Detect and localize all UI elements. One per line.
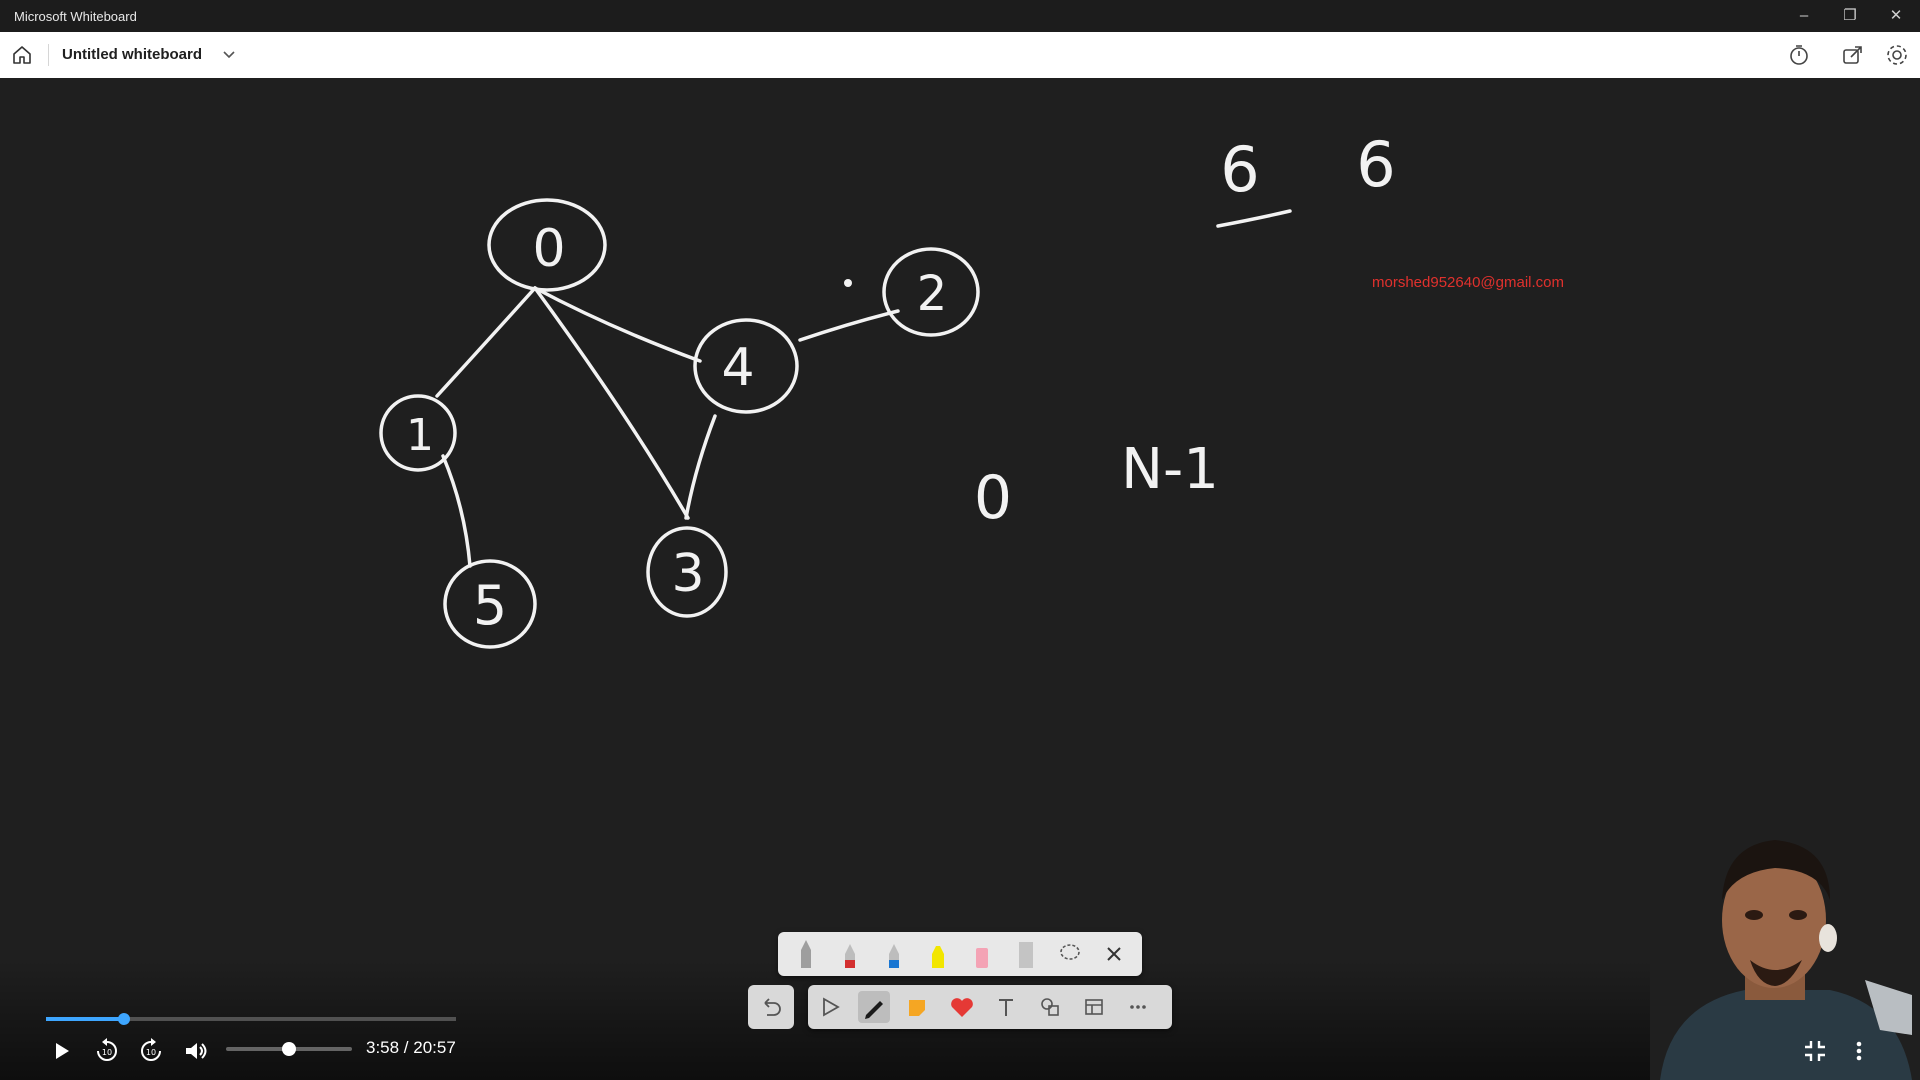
lasso-icon[interactable] xyxy=(1054,938,1086,970)
node-4-label: 4 xyxy=(721,338,754,398)
note-six-left: 6 xyxy=(1220,133,1259,206)
settings-icon[interactable] xyxy=(1884,42,1910,68)
note-zero: 0 xyxy=(974,463,1012,533)
note-n-minus-1: N-1 xyxy=(1121,437,1219,502)
window-title: Microsoft Whiteboard xyxy=(14,9,137,24)
sticky-note-icon[interactable] xyxy=(902,991,934,1023)
edge-1-5 xyxy=(441,454,472,568)
svg-text:10: 10 xyxy=(102,1048,112,1057)
edge-4-3 xyxy=(684,414,717,520)
time-display: 3:58 / 20:57 xyxy=(366,1038,456,1057)
edge-0-1 xyxy=(435,286,537,398)
pen-blue-icon[interactable] xyxy=(878,938,910,970)
whiteboard-canvas[interactable]: 0 1 2 3 4 5 6 6 0 N-1 xyxy=(0,78,1920,1080)
forward-10-icon[interactable]: 10 xyxy=(136,1036,166,1066)
close-icon[interactable]: ✕ xyxy=(1889,7,1903,24)
pen-red-icon[interactable] xyxy=(834,938,866,970)
window-titlebar: Microsoft Whiteboard – ❐ ✕ xyxy=(0,0,1920,32)
text-icon[interactable] xyxy=(990,991,1022,1023)
node-4-circle xyxy=(693,318,799,414)
app-header: Untitled whiteboard xyxy=(0,32,1920,79)
node-1-label: 1 xyxy=(406,410,434,461)
ink-dot xyxy=(844,279,852,287)
home-icon[interactable] xyxy=(10,43,34,67)
main-toolbar xyxy=(808,985,1172,1029)
undo-icon[interactable] xyxy=(755,991,787,1023)
node-0-label: 0 xyxy=(532,219,565,279)
presenter-video xyxy=(1650,830,1920,1080)
more-vertical-icon[interactable] xyxy=(1844,1036,1874,1066)
ruler-icon[interactable] xyxy=(1010,938,1042,970)
node-3-circle xyxy=(646,526,728,618)
chevron-down-icon[interactable] xyxy=(220,45,238,63)
minimize-icon[interactable]: – xyxy=(1799,7,1809,24)
node-2-label: 2 xyxy=(917,266,948,322)
more-icon[interactable] xyxy=(1122,991,1154,1023)
node-3-label: 3 xyxy=(671,544,704,604)
svg-text:10: 10 xyxy=(146,1048,156,1057)
node-0-circle xyxy=(487,198,607,292)
exit-fullscreen-icon[interactable] xyxy=(1800,1036,1830,1066)
note-six-right: 6 xyxy=(1356,128,1395,201)
seek-bar[interactable] xyxy=(46,1017,456,1021)
edge-0-4 xyxy=(533,286,702,363)
highlighter-yellow-icon[interactable] xyxy=(922,938,954,970)
restore-icon[interactable]: ❐ xyxy=(1843,7,1857,24)
watermark-email: morshed952640@gmail.com xyxy=(1372,274,1564,291)
divider xyxy=(48,44,49,66)
shapes-icon[interactable] xyxy=(1034,991,1066,1023)
seek-bar-progress xyxy=(46,1017,124,1021)
pen-gray-icon[interactable] xyxy=(790,938,822,970)
rewind-10-icon[interactable]: 10 xyxy=(92,1036,122,1066)
timer-icon[interactable] xyxy=(1786,42,1812,68)
webcam-overlay xyxy=(1650,830,1920,1080)
pen-icon[interactable] xyxy=(858,991,890,1023)
pen-tray-toolbar xyxy=(778,932,1142,976)
edge-4-2 xyxy=(798,309,900,342)
underline-stroke xyxy=(1216,209,1292,228)
seek-bar-handle[interactable] xyxy=(118,1013,130,1025)
play-icon[interactable] xyxy=(46,1036,76,1066)
volume-icon[interactable] xyxy=(181,1036,211,1066)
close-icon[interactable] xyxy=(1098,938,1130,970)
node-2-circle xyxy=(882,247,980,337)
document-title[interactable]: Untitled whiteboard xyxy=(62,46,202,63)
template-icon[interactable] xyxy=(1078,991,1110,1023)
node-5-label: 5 xyxy=(473,574,507,637)
undo-button[interactable] xyxy=(748,985,794,1029)
share-icon[interactable] xyxy=(1840,42,1866,68)
handwritten-graph: 0 1 2 3 4 5 6 6 0 N-1 xyxy=(379,128,1396,649)
node-1-circle xyxy=(379,394,457,472)
node-5-circle xyxy=(443,559,537,649)
volume-slider-handle[interactable] xyxy=(282,1042,296,1056)
reaction-heart-icon[interactable] xyxy=(946,991,978,1023)
edge-0-3 xyxy=(533,286,690,520)
pen-pink-icon[interactable] xyxy=(966,938,998,970)
select-icon[interactable] xyxy=(814,991,846,1023)
